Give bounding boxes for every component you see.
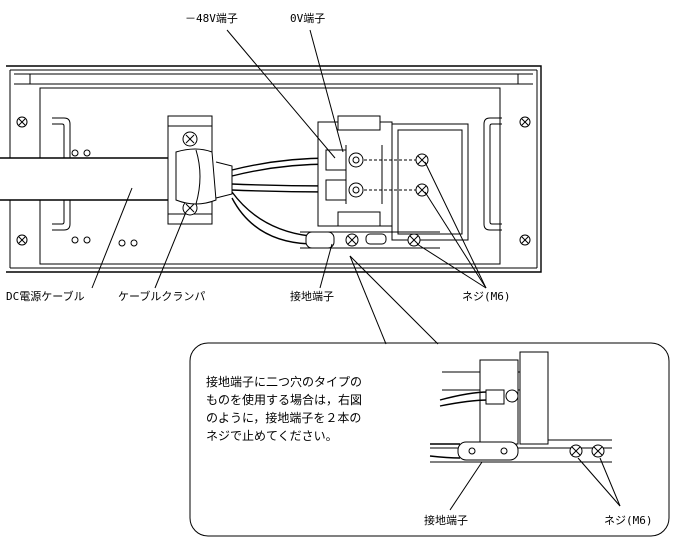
neg48v-terminal-label: －48V端子: [185, 12, 238, 25]
leader-lines: [91, 29, 487, 345]
panel-screws: [16, 116, 531, 247]
callout-screws-m6-label: ネジ(M6): [604, 514, 653, 527]
cable-clamper: [167, 115, 217, 225]
ground-terminal: [300, 231, 440, 249]
dc-power-cable: [0, 157, 331, 245]
chassis-panel: [6, 65, 542, 273]
ground-terminal-label: 接地端子: [290, 290, 334, 303]
callout-detail-drawing: [429, 351, 621, 511]
callout-note-line-3: のように，接地端子を２本の: [206, 410, 361, 425]
zero-v-terminal-label: 0V端子: [290, 12, 325, 25]
cable-clamper-label: ケーブルクランパ: [118, 289, 205, 303]
screws-m6-label: ネジ(M6): [462, 290, 511, 303]
callout-box: 接地端子に二つ穴のタイプの ものを使用する場合は，右図 のように，接地端子を２本…: [189, 342, 670, 537]
callout-ground-terminal-label: 接地端子: [424, 514, 468, 527]
callout-note-line-2: ものを使用する場合は，右図: [206, 392, 362, 407]
callout-note-line-4: ネジで止めてください。: [206, 429, 338, 443]
dc-power-cable-label: DC電源ケーブル: [6, 289, 85, 303]
terminal-block: [317, 115, 469, 241]
callout-note-line-1: 接地端子に二つ穴のタイプの: [206, 374, 362, 389]
